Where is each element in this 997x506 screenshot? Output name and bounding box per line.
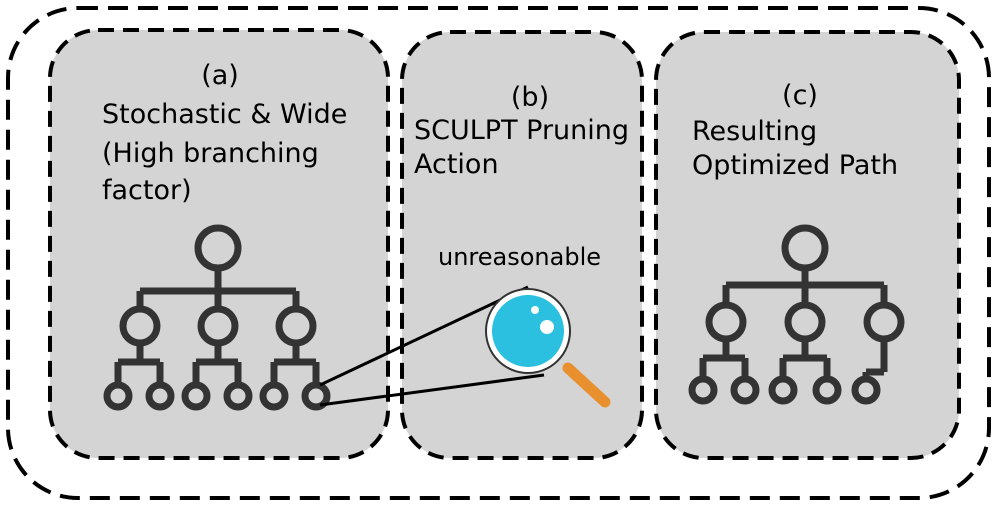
tree-hierarchy-icon <box>688 224 905 405</box>
panel-b-title-line-2: Action <box>414 149 499 180</box>
panel-b-tag: (b) <box>510 82 550 113</box>
panel-b-box <box>400 30 644 460</box>
magnifying-glass-icon <box>485 288 611 408</box>
panel-a-title-line-1: Stochastic & Wide <box>102 99 348 130</box>
panel-c-title-line-2: Optimized Path <box>692 150 899 181</box>
panel-a-title-line-3: factor) <box>102 175 192 206</box>
panel-a-title-line-2: (High branching <box>102 138 319 169</box>
panel-b-title-line-1: SCULPT Pruning <box>414 115 630 146</box>
tree-hierarchy-icon <box>103 224 331 411</box>
unreasonable-annotation: unreasonable <box>438 243 602 271</box>
panel-a-box <box>48 28 390 460</box>
zoom-connector-lines <box>319 285 545 407</box>
panel-c-tag: (c) <box>782 80 818 111</box>
panel-a-tag: (a) <box>201 60 239 91</box>
panel-c-title-line-1: Resulting <box>692 116 818 147</box>
